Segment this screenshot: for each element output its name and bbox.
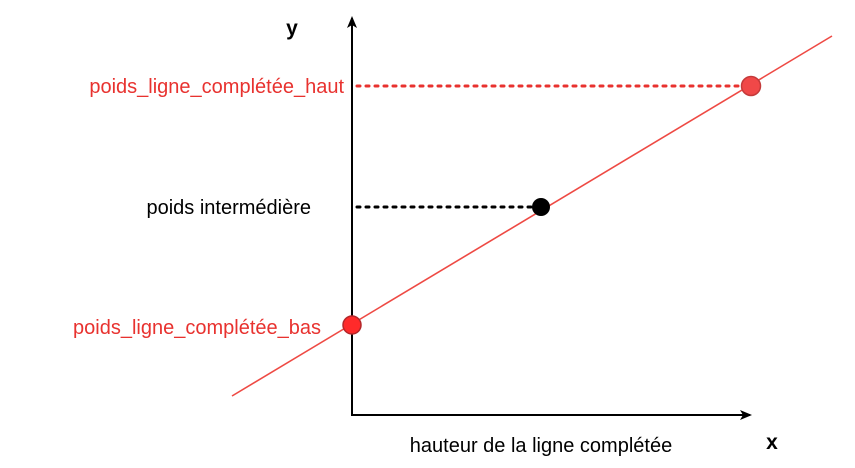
intermediate-weight-label: poids intermédière [146, 197, 311, 219]
middle-point [532, 198, 550, 216]
top-weight-label: poids_ligne_complétée_haut [89, 76, 344, 98]
bottom-point [342, 315, 362, 335]
x-axis-label: x [766, 431, 778, 454]
y-axis-label: y [286, 17, 298, 40]
interpolation-line [231, 35, 833, 397]
top-point [740, 75, 762, 97]
bottom-weight-label: poids_ligne_complétée_bas [73, 317, 321, 339]
x-axis-caption: hauteur de la ligne complétée [410, 435, 672, 457]
